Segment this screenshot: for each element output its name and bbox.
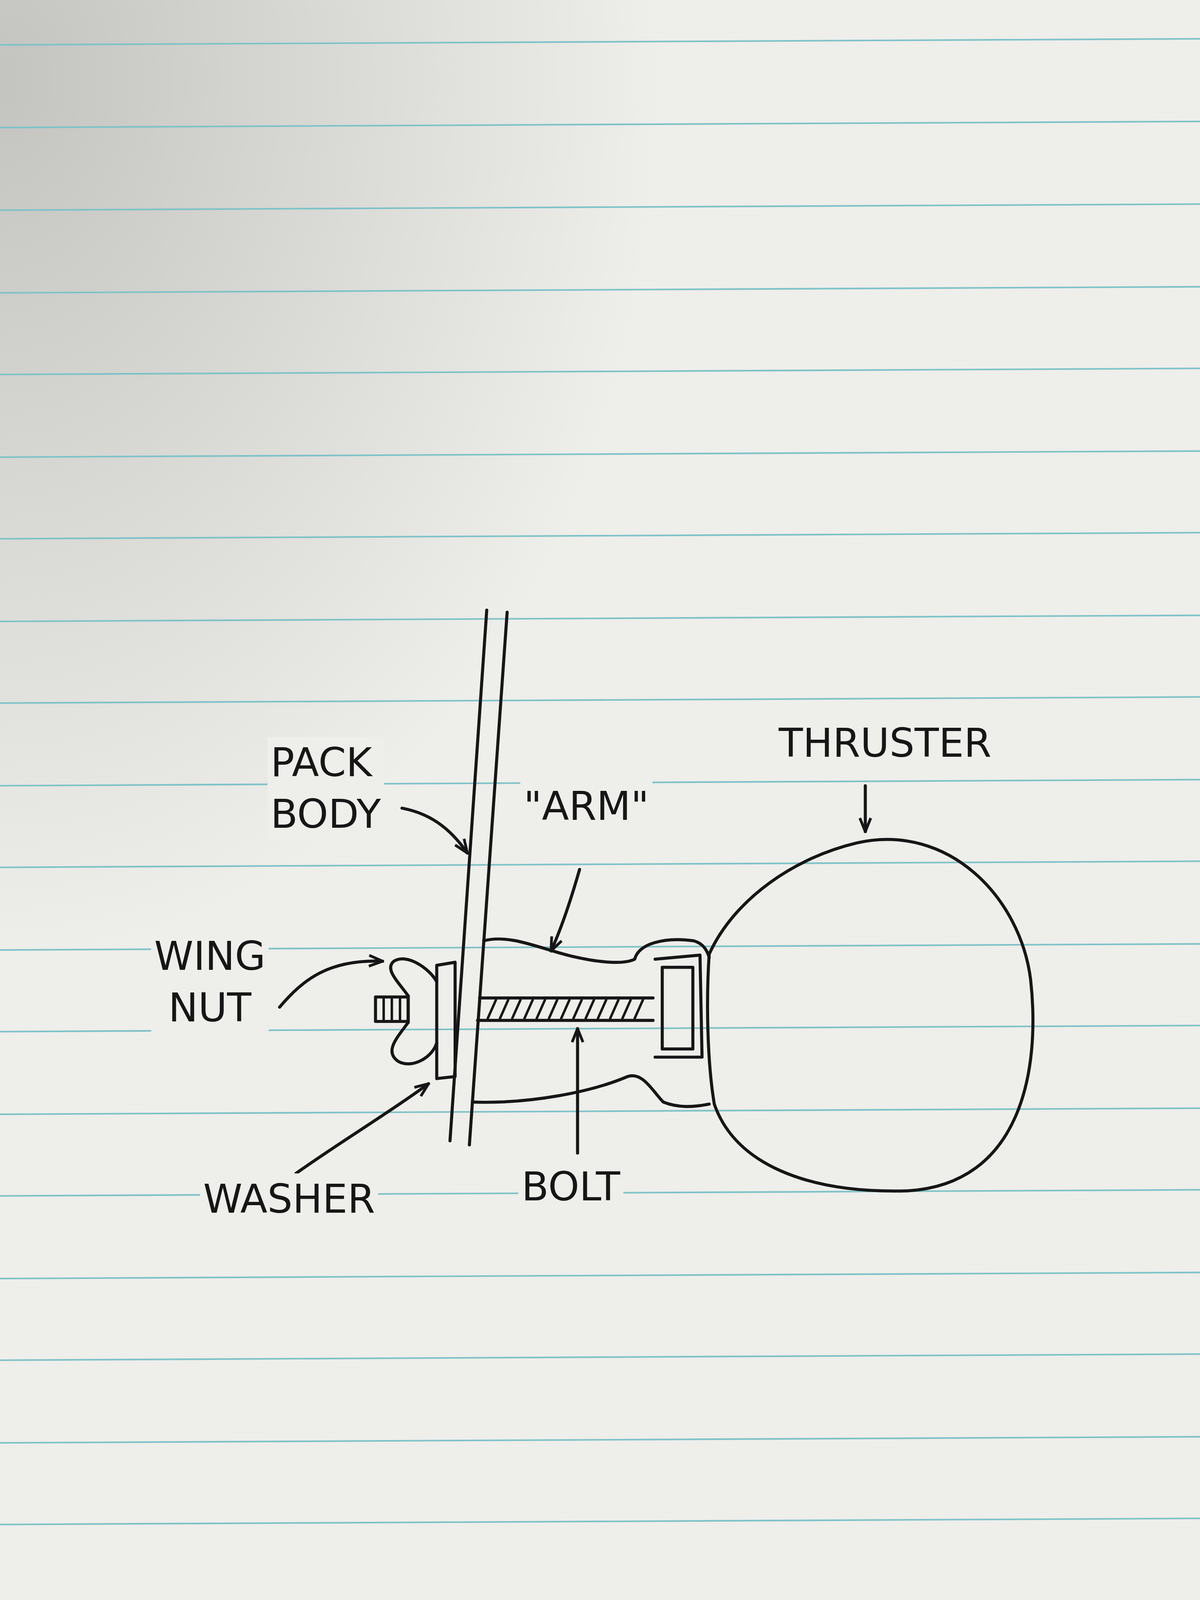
rule-line	[0, 38, 1200, 45]
leader-arrow	[279, 961, 383, 1008]
wing-nut-wing	[390, 958, 437, 996]
rule-line	[0, 861, 1200, 868]
bolt-end-thread	[383, 998, 400, 1020]
wing-nut-wing	[392, 1022, 437, 1064]
bolt-shaft	[477, 1019, 653, 1023]
illustration	[375, 610, 1033, 1192]
leader-arrow	[863, 785, 868, 832]
rule-line	[0, 696, 1200, 703]
part-label: PACK BODY	[267, 736, 385, 841]
washer	[436, 962, 456, 1079]
rule-line	[0, 1518, 1200, 1525]
rule-line	[0, 532, 1200, 539]
bolt-head	[662, 967, 693, 1050]
leader-arrow	[401, 808, 468, 854]
bolt-end	[375, 996, 408, 1022]
bolt-thread	[487, 1000, 643, 1019]
part-label: BOLT	[518, 1161, 624, 1213]
leader-arrow	[576, 1028, 580, 1154]
rule-line	[0, 203, 1200, 210]
rule-line	[0, 1272, 1200, 1279]
bolt-shaft	[479, 996, 654, 1000]
rule-line	[0, 451, 1200, 458]
part-label: "ARM"	[520, 780, 652, 833]
wing-nut-body	[406, 996, 410, 1023]
part-label: WING NUT	[151, 930, 270, 1034]
leader-arrow	[296, 1083, 429, 1174]
rule-line	[0, 1436, 1200, 1443]
rule-line	[0, 286, 1200, 293]
pack-body-wall	[469, 612, 508, 1145]
leader-lines	[279, 785, 866, 1174]
ruled-lines	[0, 38, 1200, 1525]
rule-line	[0, 615, 1200, 622]
rule-line	[0, 121, 1200, 128]
rule-line	[0, 1353, 1200, 1360]
rule-line	[0, 368, 1200, 375]
arm-outline	[472, 1075, 710, 1107]
part-label: WASHER	[200, 1173, 379, 1225]
part-label: THRUSTER	[775, 717, 995, 770]
leader-arrow	[551, 869, 580, 952]
thruster-outline	[707, 839, 1033, 1191]
bolt-pocket	[655, 955, 702, 1058]
